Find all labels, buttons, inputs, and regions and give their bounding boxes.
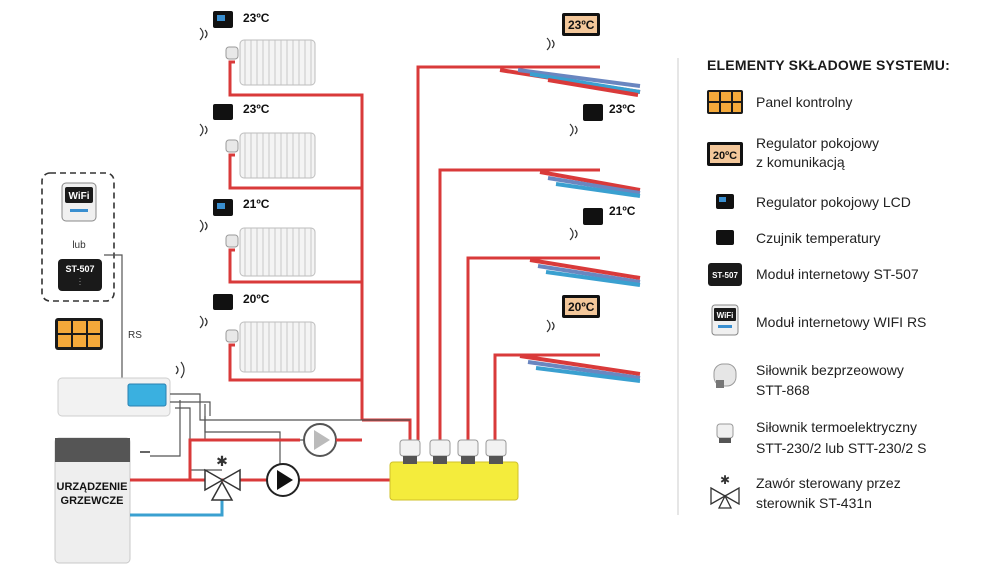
svg-text:20ºC: 20ºC bbox=[713, 150, 737, 162]
floor-loop-3 bbox=[529, 258, 641, 287]
floor-supply-pipes bbox=[416, 65, 600, 440]
boiler-label-line1: URZĄDZENIE bbox=[57, 481, 128, 493]
floor-loop-4 bbox=[519, 354, 641, 383]
legend-item-wireless-actuator: Siłownik bezprzeowowy STT-868 bbox=[713, 362, 904, 398]
wireless-actuator-icon bbox=[713, 363, 737, 388]
legend-item-wifi-module: WiFi Moduł internetowy WIFI RS bbox=[711, 304, 926, 336]
floor-loop-2 bbox=[539, 170, 641, 198]
svg-text:ST-507: ST-507 bbox=[712, 271, 738, 280]
radiator-4-temp: 20ºC bbox=[243, 292, 270, 306]
floor-3-temp: 21ºC bbox=[609, 204, 636, 218]
mixing-valve-icon: ✱ bbox=[710, 473, 740, 509]
lcd-regulator-icon bbox=[716, 194, 734, 209]
radiator-2 bbox=[225, 132, 316, 179]
room-regulator-comm-floor-4: 20ºC bbox=[546, 295, 600, 333]
mixing-valve-icon: ✱ bbox=[204, 453, 241, 501]
legend-title: ELEMENTY SKŁADOWE SYSTEMU: bbox=[707, 57, 950, 73]
svg-text:z komunikacją: z komunikacją bbox=[756, 154, 845, 170]
svg-text:Moduł internetowy ST-507: Moduł internetowy ST-507 bbox=[756, 266, 919, 282]
legend: ELEMENTY SKŁADOWE SYSTEMU: Panel kontrol… bbox=[707, 57, 950, 511]
wifi-module-icon: WiFi bbox=[711, 304, 739, 336]
st507-module-icon: ST-507 bbox=[58, 259, 102, 291]
boiler-label-line2: GRZEWCZE bbox=[61, 495, 124, 507]
wireless-signal-icon bbox=[569, 227, 578, 241]
svg-text:✱: ✱ bbox=[720, 473, 730, 487]
svg-text:Siłownik bezprzeowowy: Siłownik bezprzeowowy bbox=[756, 362, 904, 378]
svg-text:STT-230/2 lub STT-230/2 S: STT-230/2 lub STT-230/2 S bbox=[756, 440, 926, 456]
legend-item-mixing-valve: ✱ Zawór sterowany przez sterownik ST-431… bbox=[710, 473, 901, 511]
radiator-3-temp: 21ºC bbox=[243, 197, 270, 211]
wireless-signal-icon bbox=[199, 123, 208, 137]
st507-module-icon: ST-507 bbox=[708, 263, 742, 286]
wireless-signal-icon bbox=[546, 37, 555, 51]
manifold bbox=[389, 439, 519, 501]
pump-icon bbox=[303, 423, 362, 457]
wireless-signal-icon bbox=[569, 123, 578, 137]
lcd-regulator-room-3: 21ºC bbox=[199, 197, 270, 233]
radiator-3 bbox=[225, 227, 316, 277]
main-controller bbox=[57, 361, 185, 417]
svg-text:Moduł internetowy WIFI RS: Moduł internetowy WIFI RS bbox=[756, 314, 926, 330]
floor-1-temp: 23ºC bbox=[568, 18, 595, 32]
wireless-signal-icon bbox=[199, 315, 208, 329]
svg-text:Regulator pokojowy: Regulator pokojowy bbox=[756, 135, 879, 151]
radiator-4 bbox=[225, 321, 316, 373]
sensor-floor-3: 21ºC bbox=[569, 204, 636, 241]
svg-text:ST-507: ST-507 bbox=[65, 264, 94, 274]
wifi-module-icon: WiFi bbox=[61, 182, 97, 222]
floor-2-temp: 23ºC bbox=[609, 102, 636, 116]
rs-label: RS bbox=[128, 330, 142, 341]
svg-text:WiFi: WiFi bbox=[68, 191, 89, 202]
sensor-floor-2: 23ºC bbox=[569, 102, 636, 137]
svg-text:Zawór sterowany przez: Zawór sterowany przez bbox=[756, 475, 901, 491]
lcd-regulator-room-1: 23ºC bbox=[199, 11, 270, 41]
legend-item-st507: ST-507 Moduł internetowy ST-507 bbox=[708, 263, 919, 286]
room-regulator-comm-floor-1: 23ºC bbox=[546, 13, 600, 51]
radiator-1-temp: 23ºC bbox=[243, 11, 270, 25]
floor-4-temp: 20ºC bbox=[568, 300, 595, 314]
sensor-room-2: 23ºC bbox=[199, 102, 270, 137]
heating-device: URZĄDZENIE GRZEWCZE bbox=[54, 437, 131, 564]
legend-item-control-panel: Panel kontrolny bbox=[707, 90, 853, 114]
svg-text:Regulator pokojowy LCD: Regulator pokojowy LCD bbox=[756, 194, 911, 210]
svg-text:✱: ✱ bbox=[216, 453, 228, 469]
floor-loop-1 bbox=[499, 68, 641, 97]
sensor-room-4: 20ºC bbox=[199, 292, 270, 329]
radiator-2-temp: 23ºC bbox=[243, 102, 270, 116]
wireless-signal-icon bbox=[546, 319, 555, 333]
main-pipes bbox=[130, 438, 390, 517]
wireless-signal-icon bbox=[199, 219, 208, 233]
svg-text:STT-868: STT-868 bbox=[756, 382, 810, 398]
radiator-1 bbox=[225, 39, 316, 86]
svg-text:Czujnik temperatury: Czujnik temperatury bbox=[756, 230, 881, 246]
svg-text:sterownik ST-431n: sterownik ST-431n bbox=[756, 495, 872, 511]
control-panel-icon bbox=[707, 90, 743, 114]
legend-item-temperature-sensor: Czujnik temperatury bbox=[716, 230, 881, 246]
legend-item-lcd-regulator: Regulator pokojowy LCD bbox=[716, 194, 911, 210]
room-regulator-comm-icon: 20ºC bbox=[707, 142, 743, 166]
wireless-signal-icon bbox=[199, 27, 208, 41]
svg-text:Siłownik termoelektryczny: Siłownik termoelektryczny bbox=[756, 419, 917, 435]
svg-text:WiFi: WiFi bbox=[717, 311, 734, 320]
pump-icon bbox=[266, 463, 300, 497]
or-label: lub bbox=[72, 240, 86, 251]
legend-item-room-regulator-comm: 20ºC Regulator pokojowy z komunikacją bbox=[707, 135, 879, 170]
svg-text:Panel kontrolny: Panel kontrolny bbox=[756, 94, 853, 110]
control-panel bbox=[55, 318, 103, 350]
thermo-actuator-icon bbox=[716, 423, 734, 443]
legend-item-thermo-actuator: Siłownik termoelektryczny STT-230/2 lub … bbox=[716, 419, 926, 456]
internet-modules-group: WiFi lub ST-507 bbox=[41, 172, 115, 302]
wireless-signal-icon bbox=[175, 361, 185, 379]
temperature-sensor-icon bbox=[716, 230, 734, 245]
